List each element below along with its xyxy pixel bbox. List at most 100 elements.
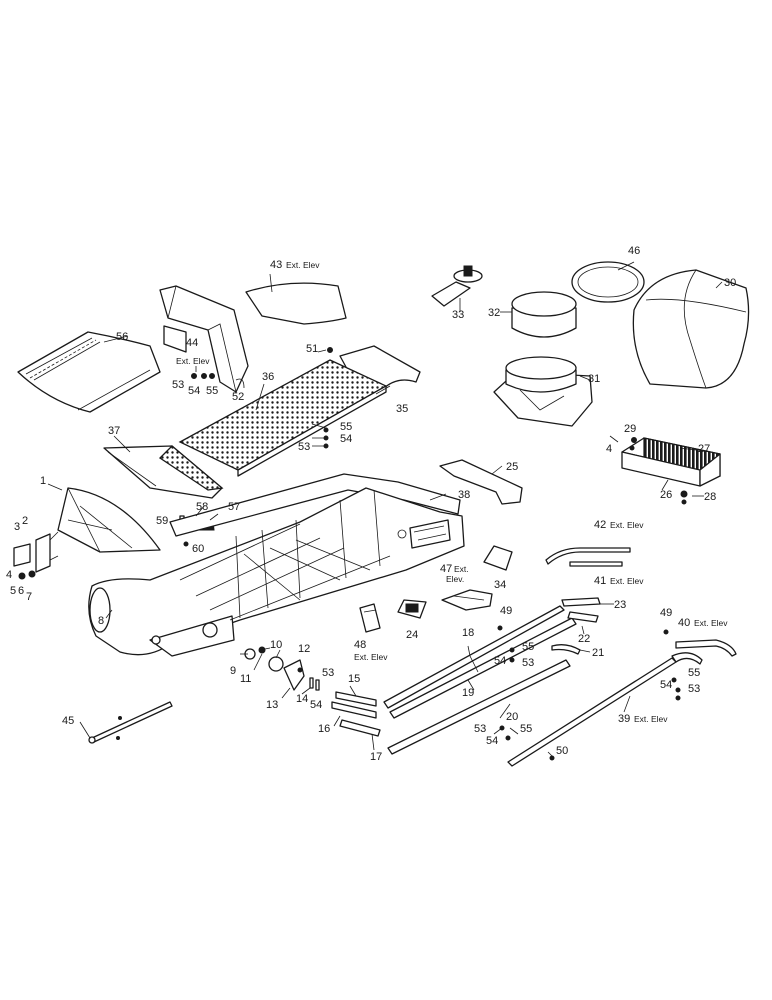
label-55d: 55 [520, 723, 532, 735]
label-39: 39 [618, 713, 630, 725]
label-17: 17 [370, 751, 382, 763]
label-28: 28 [704, 491, 716, 503]
label-54a: 54 [188, 385, 200, 397]
label-48-suffix: Ext. Elev [354, 652, 388, 662]
label-54e: 54 [486, 735, 498, 747]
label-50: 50 [556, 745, 568, 757]
label-10: 10 [270, 639, 282, 651]
label-54d: 54 [494, 655, 506, 667]
part-44-bracket [159, 285, 249, 393]
label-4: 4 [6, 569, 12, 581]
part-43-cover [245, 282, 347, 325]
label-13: 13 [266, 699, 278, 711]
part-48-bracket [359, 603, 381, 633]
callout-labels: 56 44 Ext. Elev 53 54 55 52 43 Ext. Elev… [6, 245, 736, 763]
label-53d: 53 [522, 657, 534, 669]
label-4-radiator: 4 [606, 443, 612, 455]
label-36: 36 [262, 371, 274, 383]
label-58: 58 [196, 501, 208, 513]
label-14: 14 [296, 693, 308, 705]
label-39-suffix: Ext. Elev [634, 714, 668, 724]
label-9: 9 [230, 665, 236, 677]
part-1-shield [57, 487, 161, 553]
label-57: 57 [228, 501, 240, 513]
label-37: 37 [108, 425, 120, 437]
label-16: 16 [318, 723, 330, 735]
part-2-7-fittings [13, 531, 59, 580]
label-23: 23 [614, 599, 626, 611]
part-21-22-strips [551, 611, 599, 655]
label-47-elev: Elev. [446, 574, 464, 584]
part-31-hopper-base [493, 356, 593, 427]
label-41: 41 [594, 575, 606, 587]
label-8: 8 [98, 615, 104, 627]
label-44-suffix: Ext. Elev [176, 356, 210, 366]
label-49a: 49 [500, 605, 512, 617]
label-22: 22 [578, 633, 590, 645]
label-40: 40 [678, 617, 690, 629]
label-12: 12 [298, 643, 310, 655]
label-27: 27 [698, 443, 710, 455]
label-53f: 53 [688, 683, 700, 695]
label-52: 52 [232, 391, 244, 403]
label-38: 38 [458, 489, 470, 501]
part-9-14-hub [244, 646, 320, 691]
label-2: 2 [22, 515, 28, 527]
label-51: 51 [306, 343, 318, 355]
part-37-channel [103, 445, 224, 499]
label-53a: 53 [172, 379, 184, 391]
label-59: 59 [156, 515, 168, 527]
part-18-19-20-rails [383, 605, 577, 755]
label-47-ext: Ext. [454, 564, 469, 574]
part-24-plate [397, 599, 427, 619]
label-18: 18 [462, 627, 474, 639]
label-56: 56 [116, 331, 128, 343]
label-45: 45 [62, 715, 74, 727]
label-24: 24 [406, 629, 418, 641]
label-55e: 55 [688, 667, 700, 679]
label-34: 34 [494, 579, 506, 591]
part-47-bracket [441, 589, 493, 611]
label-33: 33 [452, 309, 464, 321]
label-43: 43 [270, 259, 282, 271]
label-54b: 54 [340, 433, 352, 445]
label-19: 19 [462, 687, 474, 699]
label-5: 5 [10, 585, 16, 597]
label-55b: 55 [340, 421, 352, 433]
part-15-17-strips [331, 691, 381, 737]
label-47: 47 [440, 563, 452, 575]
part-25-bracket [439, 459, 523, 505]
part-38-frame [88, 473, 465, 657]
label-44: 44 [186, 337, 198, 349]
label-60: 60 [192, 543, 204, 555]
part-46-gasket [571, 261, 645, 303]
part-45-rod [88, 701, 173, 744]
part-30-hood [632, 269, 750, 389]
part-41-42-rails [545, 547, 631, 567]
label-41-suffix: Ext. Elev [610, 576, 644, 586]
label-53c: 53 [322, 667, 334, 679]
label-32: 32 [488, 307, 500, 319]
label-55c: 55 [522, 641, 534, 653]
label-3: 3 [14, 521, 20, 533]
part-23-rail-end [561, 597, 601, 607]
label-55a: 55 [206, 385, 218, 397]
label-48: 48 [354, 639, 366, 651]
label-25: 25 [506, 461, 518, 473]
label-7: 7 [26, 591, 32, 603]
part-32-ring [511, 291, 577, 338]
label-53e: 53 [474, 723, 486, 735]
label-53b: 53 [298, 441, 310, 453]
label-31: 31 [588, 373, 600, 385]
label-11: 11 [240, 673, 251, 685]
part-26-27-radiator [621, 437, 721, 498]
label-42: 42 [594, 519, 606, 531]
part-39-40-rails [507, 639, 737, 767]
label-1: 1 [40, 475, 46, 487]
label-26: 26 [660, 489, 672, 501]
part-33-bracket [431, 265, 483, 307]
label-42-suffix: Ext. Elev [610, 520, 644, 530]
label-29: 29 [624, 423, 636, 435]
leader-lines [47, 261, 723, 759]
label-6: 6 [18, 585, 24, 597]
